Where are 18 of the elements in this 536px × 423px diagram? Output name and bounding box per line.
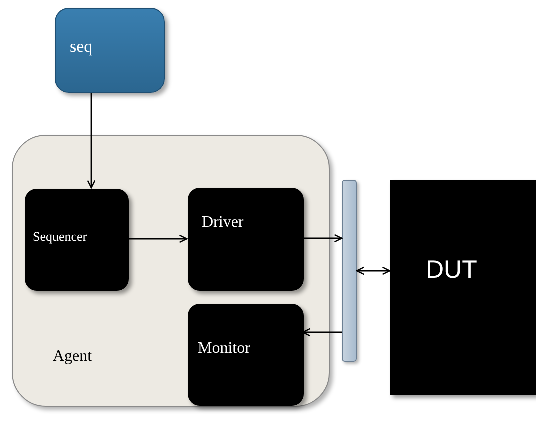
- arrow: [128, 234, 188, 244]
- interface-bar: [342, 180, 357, 362]
- arrow: [356, 266, 391, 276]
- agent-container: [12, 135, 330, 407]
- arrow: [87, 93, 96, 189]
- arrow: [303, 234, 343, 243]
- monitor-box: [188, 304, 304, 406]
- node-label: Sequencer: [33, 229, 88, 245]
- node-label: Monitor: [198, 340, 250, 358]
- sequence-box: [55, 8, 165, 93]
- node-label: DUT: [426, 256, 478, 285]
- node-label: Agent: [53, 348, 92, 366]
- sequencer-box: [25, 189, 129, 291]
- node-label: seq: [70, 37, 93, 57]
- dut-box: [390, 180, 536, 395]
- arrow: [302, 328, 342, 337]
- node-label: Driver: [202, 214, 244, 232]
- driver-box: [188, 188, 304, 291]
